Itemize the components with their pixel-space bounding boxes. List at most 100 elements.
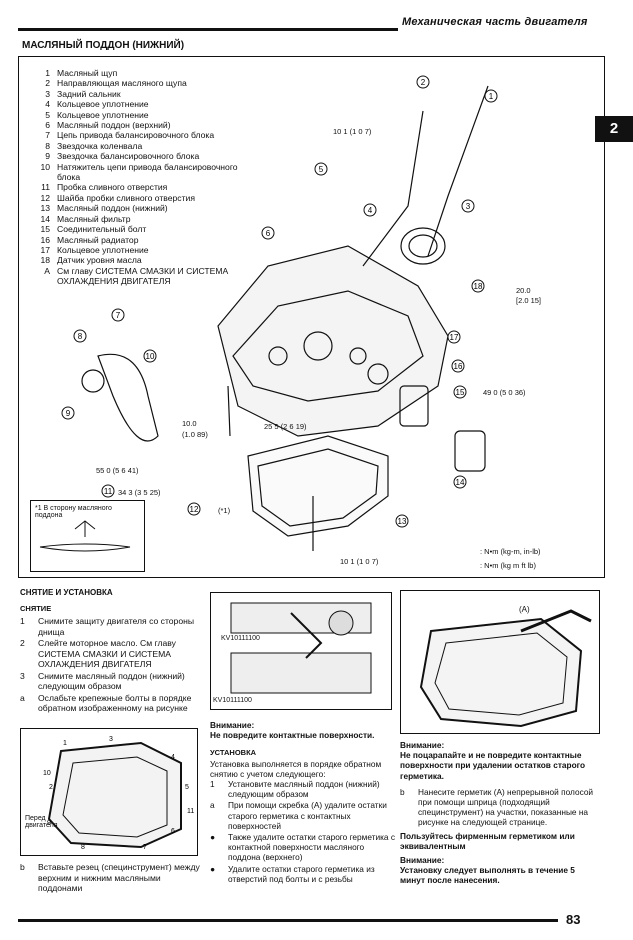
svg-text:4: 4 [368,206,373,215]
callout-4: 4 [363,203,377,217]
installation-title: УСТАНОВКА [210,748,257,758]
bolt-number: 8 [81,844,85,851]
units-legend: : N•m (kg-m, in-lb) : N•m (kg m ft lb) [480,545,541,573]
legend-number: 12 [40,192,50,203]
step-key: a [210,800,215,811]
callout-8: 8 [73,329,87,343]
svg-text:10: 10 [146,352,155,361]
torque-label: 20.0 [516,286,531,295]
warning-title: Внимание: [400,855,445,866]
svg-text:18: 18 [474,282,483,291]
legend-number: 1 [45,68,50,78]
legend-text: Кольцевое уплотнение [57,109,149,120]
torque-label: 25 5 (2 6 19) [264,422,307,431]
step-text: Нанесите герметик (A) непрерывной полосо… [418,786,594,828]
direction-note-text: *1 В сторону масляного поддона [35,505,112,519]
svg-text:12: 12 [190,505,199,514]
callout-3: 3 [461,199,475,213]
legend-item: ОХЛАЖДЕНИЯ ДВИГАТЕЛЯ [34,276,238,286]
unit-nm-inlb: : N•m (kg-m, in-lb) [480,547,541,556]
step-key: 3 [20,670,25,681]
legend-number: 15 [40,224,50,235]
legend-number: 11 [41,182,50,193]
seal-cutter-drawing [230,602,372,694]
callout-15: 15 [453,385,467,399]
dipstick [427,85,489,257]
bolt-number: 11 [187,808,194,815]
torque-label: 10.0 [182,419,197,428]
legend-item: 5 Кольцевое уплотнение [34,110,238,120]
balancer-chain [97,353,159,442]
svg-text:14: 14 [456,478,465,487]
legend-text: Задний сальник [57,88,121,99]
legend-number: 5 [45,109,50,120]
step-b-cutter: b Вставьте резец (специнструмент) между в… [20,862,200,895]
bolt-number: 9 [47,820,51,827]
step-key: 2 [20,638,25,648]
legend-text: Кольцевое уплотнение [57,99,149,110]
bolt-number: 2 [49,784,53,791]
torque-label: 10 1 (1 0 7) [340,557,379,566]
section-title: МАСЛЯНЫЙ ПОДДОН (НИЖНИЙ) [22,40,185,51]
callout-6: 6 [261,226,275,240]
svg-text:9: 9 [66,409,71,418]
installation-step: ● Удалите остатки старого герметика из от… [210,864,395,884]
torque-label: 34 3 (3 5 25) [118,488,161,497]
svg-text:5: 5 [319,165,324,174]
callout-14: 14 [453,475,467,489]
legend-text: Натяжитель цепи привода балансировочного [57,161,238,172]
legend-text: Масляный радиатор [57,234,139,245]
torque-label: 10 1 (1 0 7) [333,127,372,136]
step-key: b [20,862,25,872]
torque-label: 49 0 (5 0 36) [483,388,526,397]
bolt-number: 3 [109,736,113,743]
dipstick-guide [362,110,424,267]
torque-label: 55 0 (5 6 41) [96,466,139,475]
warning-text: Не поцарапайте и не повредите контактные… [400,750,586,781]
removal-step: 3 Снимите масляный поддон (нижний) следую… [20,671,198,692]
callout-1: 1 [484,89,498,103]
svg-text:6: 6 [266,229,271,238]
step-text: Вставьте резец (специнструмент) между ве… [38,862,200,893]
bolt-number: 6 [171,828,175,835]
sealant-column: Внимание: Не поцарапайте и не повредите … [400,740,600,886]
legend-number: 17 [40,244,50,255]
torque-label: [2.0 15] [516,296,542,305]
scraper-figure: (A) [400,590,600,734]
legend-text: Цепь привода балансировочного блока [57,130,215,141]
installation-intro: Установка выполняется в порядке обратном… [210,758,382,779]
step-text: Ослабьте крепежные болты в порядке обрат… [38,692,192,714]
legend-text: Соединительный болт [57,224,147,235]
legend-text: Кольцевое уплотнение [57,244,149,255]
step-text: Снимите масляный поддон (нижний) следующ… [38,670,185,692]
step-text: Удалите остатки старого герметика из отв… [228,863,375,884]
step-key: ● [210,863,216,874]
oil-filter [454,430,486,472]
bolt-number: 1 [63,740,67,747]
exploded-view-drawing: 1 2 3 4 5 6 7 8 9 10 11 12 13 14 15 16 1… [61,75,498,551]
bolt-number: 4 [171,754,175,761]
legend-number: 6 [45,120,50,131]
legend-item: блока [34,172,238,182]
svg-text:13: 13 [398,517,407,526]
step-key: 1 [210,779,215,790]
warning-title: Внимание: [210,720,255,730]
unit-nm-ftlb: : N•m (kg m ft lb) [480,561,536,570]
callout-7: 7 [111,308,125,322]
step-text: Установите масляный поддон (нижний) след… [228,779,380,800]
callout-18: 18 [471,279,485,293]
